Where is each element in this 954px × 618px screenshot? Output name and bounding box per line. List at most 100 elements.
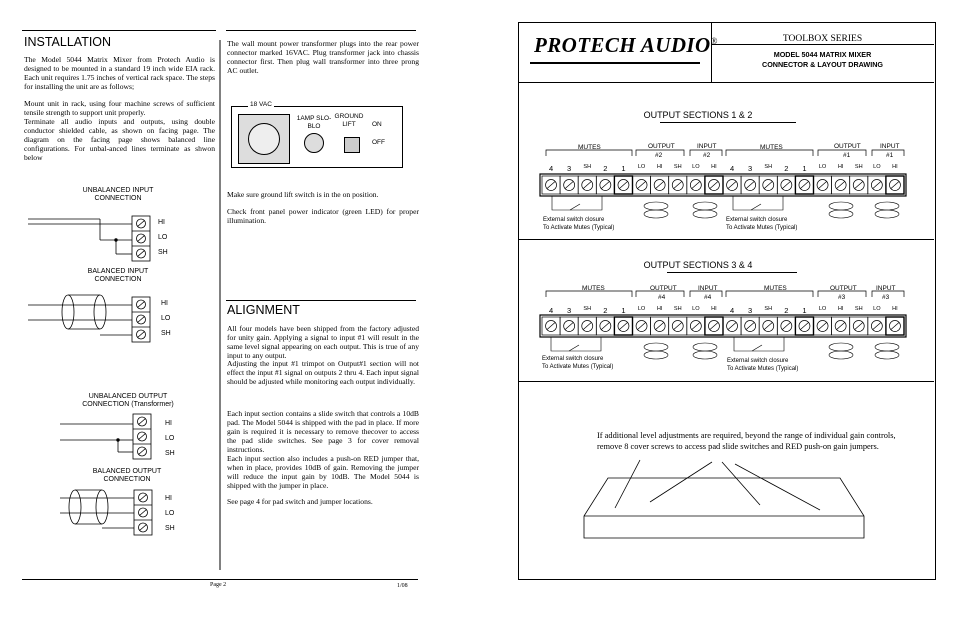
- pin-label: SH: [854, 164, 863, 170]
- alignment-para-3: Each input section contains a slide swit…: [227, 409, 419, 454]
- pin-label: 2: [603, 306, 608, 315]
- page-number: Page 2: [210, 582, 227, 588]
- pin-label: LO: [818, 306, 827, 312]
- screw-icon: [816, 179, 829, 191]
- brand-logo: PROTECH AUDIO®: [534, 33, 718, 57]
- screw-slot: [583, 322, 592, 330]
- screw-icon: [599, 320, 612, 332]
- group-label: INPUT: [876, 285, 896, 292]
- screw-icon: [762, 179, 775, 191]
- screw-slot: [745, 181, 755, 189]
- cable-loop: [828, 209, 854, 219]
- screw-icon: [689, 320, 702, 332]
- pin-label: 1: [621, 306, 626, 315]
- screw-slot: [655, 181, 664, 189]
- term-sh: SH: [165, 525, 175, 532]
- screw-slot: [727, 322, 737, 330]
- alignment-heading: ALIGNMENT: [227, 303, 300, 317]
- screw-slot: [890, 322, 900, 330]
- term-sh: SH: [161, 330, 171, 337]
- ext-switch-note: External switch closure: [543, 217, 605, 223]
- screw-icon: [689, 179, 702, 191]
- group-label: OUTPUT: [648, 143, 675, 150]
- term-lo: LO: [158, 234, 168, 241]
- screw-slot: [601, 181, 610, 189]
- terminal-block: [131, 215, 151, 262]
- group-sub: #4: [704, 294, 712, 301]
- section-1-2-title: OUTPUT SECTIONS 1 & 2: [643, 110, 753, 120]
- pin-label: HI: [711, 164, 717, 170]
- screw-slot: [800, 322, 809, 330]
- pin-label: HI: [892, 306, 898, 312]
- screw-slot: [655, 322, 664, 330]
- ext-switch-note: To Activate Mutes (Typical): [726, 224, 798, 231]
- fuse-label: 1AMP SLO-BLO: [296, 115, 332, 130]
- terminal-cell: [885, 175, 905, 195]
- rear-panel-drawing: 18 VAC 1AMP SLO-BLO GROUND LIFT ON OFF: [231, 101, 403, 168]
- group-bracket: [725, 149, 814, 156]
- pin-label: LO: [692, 306, 700, 312]
- ext-switch-note: To Activate Mutes (Typical): [727, 365, 799, 372]
- screw-icon: [798, 179, 811, 191]
- term-sh: SH: [165, 450, 175, 457]
- screw-icon: [834, 179, 847, 191]
- mute-wire: [550, 337, 602, 352]
- term-lo: LO: [165, 435, 175, 442]
- term-hi: HI: [165, 495, 172, 502]
- installation-para-3: Terminate all audio inputs and outputs, …: [24, 117, 215, 162]
- screw-icon: [780, 320, 793, 332]
- screw-slot: [818, 322, 827, 330]
- screw-icon: [816, 320, 829, 332]
- screw-slot: [800, 181, 809, 189]
- group-label: MUTES: [764, 285, 787, 292]
- group-label: MUTES: [760, 144, 783, 151]
- screw-slot: [637, 322, 646, 330]
- pin-label: 3: [748, 306, 753, 315]
- screw-icon: [726, 320, 738, 332]
- term-sh: SH: [158, 249, 168, 256]
- alignment-para-2: Adjusting the input #1 trimpot on Output…: [227, 359, 419, 386]
- alignment-para-1: All four models have been shipped from t…: [227, 324, 419, 360]
- drawing-frame: [518, 22, 936, 580]
- title-block: [518, 22, 934, 83]
- screw-icon: [708, 320, 720, 332]
- group-bracket: [725, 290, 814, 297]
- screw-icon: [744, 179, 757, 191]
- pin-label: SH: [764, 306, 773, 312]
- installation-para-1: The Model 5044 Matrix Mixer from Protech…: [24, 55, 215, 91]
- pin-label: 3: [567, 306, 572, 315]
- mute-wire: [551, 196, 603, 211]
- ext-switch-note: External switch closure: [542, 356, 604, 362]
- group-label: INPUT: [698, 285, 718, 292]
- terminal-cell: [885, 316, 905, 336]
- section-3-4-title: OUTPUT SECTIONS 3 & 4: [643, 260, 753, 270]
- screw-icon: [545, 320, 557, 332]
- group-sub: #4: [658, 294, 666, 301]
- group-bracket: [635, 149, 685, 156]
- off-label: OFF: [372, 139, 385, 146]
- term-hi: HI: [158, 219, 165, 226]
- pin-label: LO: [818, 164, 827, 170]
- ext-switch-note: To Activate Mutes (Typical): [543, 224, 615, 231]
- cable-loop: [874, 209, 900, 219]
- ext-switch-note: External switch closure: [727, 358, 789, 364]
- installation-para-2: Mount unit in rack, using four machine s…: [24, 99, 215, 117]
- pin-label: 2: [603, 164, 608, 173]
- group-sub: #3: [838, 294, 846, 301]
- pin-label: HI: [656, 306, 663, 312]
- screw-icon: [635, 320, 648, 332]
- switch-symbol: [750, 203, 762, 211]
- group-label: INPUT: [880, 143, 900, 150]
- switch-symbol: [568, 344, 580, 352]
- cable-loop: [643, 209, 669, 219]
- pin-label: LO: [637, 306, 646, 312]
- group-label: OUTPUT: [834, 143, 861, 150]
- fuse-holder-icon: [304, 133, 324, 153]
- screw-slot: [872, 322, 882, 330]
- screw-icon: [870, 179, 883, 191]
- screw-icon: [653, 320, 666, 332]
- group-sub: #3: [882, 294, 890, 301]
- group-bracket: [871, 149, 905, 156]
- screw-icon: [834, 320, 847, 332]
